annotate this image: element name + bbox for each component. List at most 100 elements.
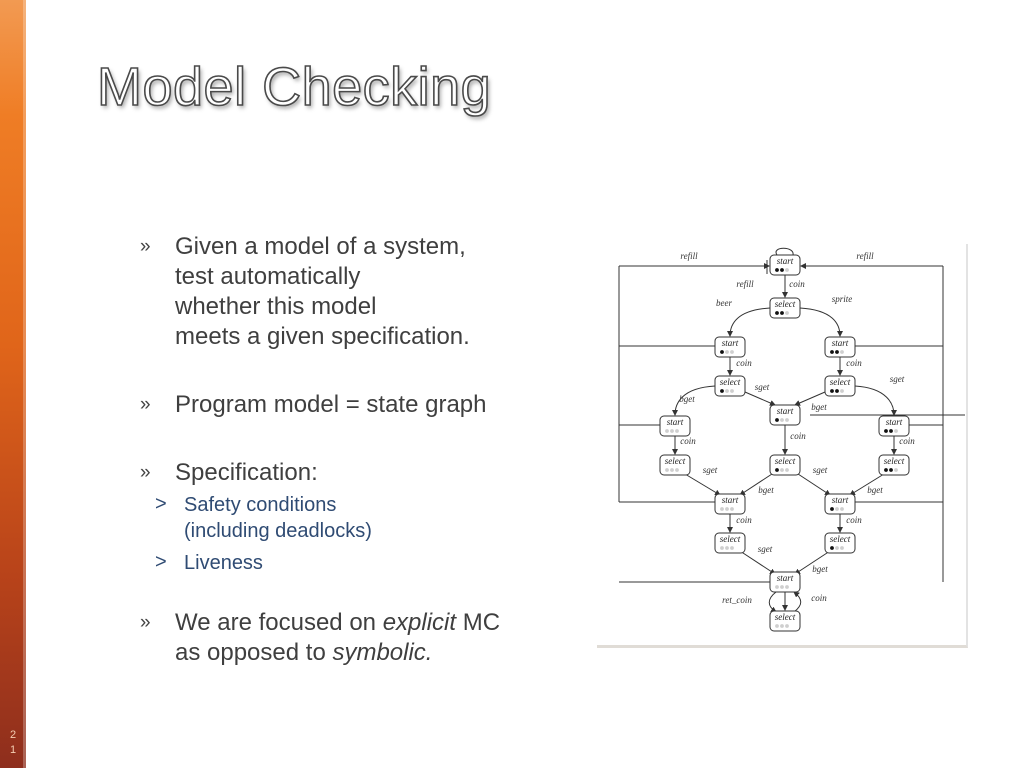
empty-token-dot — [675, 429, 679, 433]
edge-label-bget-2: bget — [811, 402, 827, 412]
state-node: select — [714, 375, 746, 397]
bullet-text-line: Given a model of a system, — [175, 233, 466, 260]
empty-token-dot — [785, 624, 789, 628]
edge-label-coin-top: coin — [789, 279, 805, 289]
empty-token-dot — [725, 350, 729, 354]
empty-token-dot — [840, 507, 844, 511]
transition-edge — [672, 385, 716, 416]
edge-label-refill-inner: refill — [736, 279, 754, 289]
empty-token-dot — [775, 624, 779, 628]
empty-token-dot — [730, 546, 734, 550]
edge-label-beer: beer — [716, 298, 732, 308]
sub-bullet-text-line: (including deadlocks) — [184, 520, 372, 542]
transition-edge — [768, 591, 777, 613]
state-graph-svg: start select start start select select start st… — [618, 247, 965, 632]
state-node: select — [824, 532, 856, 554]
filled-token-dot — [830, 507, 834, 511]
edge-label-bget-3: bget — [758, 485, 774, 495]
transition-edge — [794, 550, 831, 575]
edge-label-sget-4: sget — [813, 465, 828, 475]
empty-token-dot — [835, 507, 839, 511]
transition-edge — [739, 471, 776, 496]
state-graph-figure: start select start start select select start st… — [597, 244, 968, 648]
empty-token-dot — [894, 468, 898, 472]
state-label: select — [775, 299, 796, 309]
filled-token-dot — [830, 546, 834, 550]
side-accent-bar — [0, 0, 26, 768]
bullet-text: Program model = state graph — [175, 391, 487, 418]
state-node: start — [659, 415, 691, 437]
edge-label-sget-3: sget — [703, 465, 718, 475]
slide-title: Model Checking — [96, 56, 492, 118]
state-graph-edges — [618, 247, 965, 613]
sub-bullet-item: > Liveness — [140, 550, 580, 576]
filled-token-dot — [780, 311, 784, 315]
sub-bullet-item: > Safety conditions (including deadlocks… — [140, 492, 580, 544]
state-label: start — [832, 495, 849, 505]
state-node: select — [824, 375, 856, 397]
transition-edge — [849, 473, 885, 496]
empty-token-dot — [780, 585, 784, 589]
empty-token-dot — [720, 546, 724, 550]
state-node: start — [769, 571, 801, 593]
filled-token-dot — [835, 389, 839, 393]
state-label: start — [722, 338, 739, 348]
edge-label-sget-5: sget — [758, 544, 773, 554]
edge-label-sget-1: sget — [755, 382, 770, 392]
bullet-marker: » — [140, 612, 151, 633]
state-label: select — [720, 534, 741, 544]
filled-token-dot — [889, 468, 893, 472]
empty-token-dot — [780, 418, 784, 422]
edge-label-coin-bottom: coin — [811, 593, 827, 603]
transition-edge — [854, 385, 897, 416]
empty-token-dot — [785, 585, 789, 589]
state-node: select — [769, 454, 801, 476]
state-graph-states: start select start start select select start st… — [659, 254, 910, 632]
state-label: select — [830, 534, 851, 544]
empty-token-dot — [725, 546, 729, 550]
state-label: select — [665, 456, 686, 466]
state-label: select — [775, 456, 796, 466]
state-label: start — [777, 256, 794, 266]
filled-token-dot — [889, 429, 893, 433]
empty-token-dot — [840, 350, 844, 354]
filled-token-dot — [884, 429, 888, 433]
filled-token-dot — [720, 389, 724, 393]
transition-edge — [775, 247, 794, 256]
filled-token-dot — [720, 350, 724, 354]
filled-token-dot — [830, 350, 834, 354]
bullet-item: » Specification: — [140, 458, 580, 488]
bullet-text-line: test automatically — [175, 263, 361, 290]
empty-token-dot — [780, 624, 784, 628]
transition-edge — [684, 473, 721, 496]
edge-label-bget-4: bget — [867, 485, 883, 495]
transition-edge — [793, 591, 802, 613]
filled-token-dot — [775, 268, 779, 272]
transition-edge — [799, 307, 843, 337]
empty-token-dot — [670, 429, 674, 433]
edge-label-bget-5: bget — [812, 564, 828, 574]
transition-edge — [739, 550, 776, 575]
state-label: select — [720, 377, 741, 387]
filled-token-dot — [835, 350, 839, 354]
emphasis-symbolic: symbolic. — [332, 639, 433, 666]
empty-token-dot — [894, 429, 898, 433]
empty-token-dot — [675, 468, 679, 472]
state-label: start — [886, 417, 903, 427]
empty-token-dot — [785, 268, 789, 272]
edge-label-coin-ll: coin — [680, 436, 696, 446]
state-label: select — [884, 456, 905, 466]
filled-token-dot — [780, 268, 784, 272]
empty-token-dot — [780, 468, 784, 472]
sub-bullet-marker: > — [155, 493, 167, 515]
edge-label-coin-r: coin — [846, 358, 862, 368]
empty-token-dot — [665, 429, 669, 433]
empty-token-dot — [665, 468, 669, 472]
empty-token-dot — [730, 507, 734, 511]
empty-token-dot — [785, 418, 789, 422]
edge-label-coin-l: coin — [736, 358, 752, 368]
transition-edge — [794, 391, 826, 406]
edge-label-coin-m2: coin — [846, 515, 862, 525]
empty-token-dot — [670, 468, 674, 472]
